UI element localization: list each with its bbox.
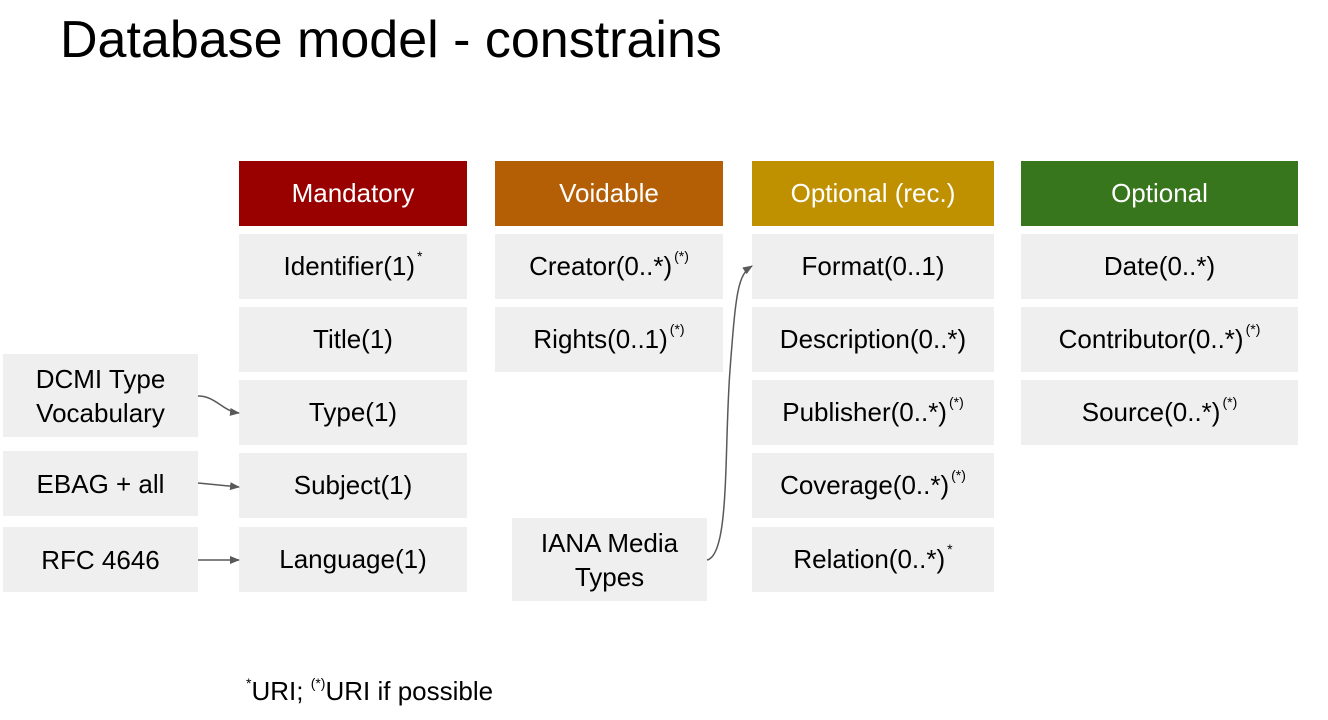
source-label-line: IANA Media	[540, 527, 679, 558]
optional-rec-cell-description: Description(0..*)	[752, 307, 994, 372]
cell-label: Format(0..1)	[801, 251, 945, 281]
voidable-cell-creator: Creator(0..*)(*)	[495, 234, 723, 299]
cell-label: Contributor(0..*)	[1058, 324, 1244, 354]
optional-cell-contributor: Contributor(0..*)(*)	[1021, 307, 1298, 372]
footnote-text-uri: URI;	[251, 676, 311, 706]
cell-superscript: (*)	[948, 393, 964, 410]
source-label-line: Vocabulary	[36, 397, 165, 428]
cell-label: Relation(0..*)	[793, 544, 946, 574]
footnote-sup-uri: *	[246, 675, 252, 691]
cell-superscript: (*)	[951, 466, 966, 483]
cell-label: Rights(0..1)	[533, 324, 668, 354]
cell-superscript: (*)	[669, 320, 685, 337]
source-label: EBAG + all	[36, 468, 165, 499]
footnote-text-uri-if-possible: URI if possible	[325, 676, 494, 706]
cell-superscript: (*)	[1222, 393, 1238, 410]
optional-rec-cell-format: Format(0..1)	[752, 234, 994, 299]
cell-label: Language(1)	[279, 544, 427, 574]
arrow-dcmi-to-type	[197, 395, 240, 416]
cell-label: Creator(0..*)	[529, 251, 673, 281]
source-label: RFC 4646	[41, 544, 160, 575]
mandatory-header: Mandatory	[239, 161, 467, 226]
mandatory-cell-subject: Subject(1)	[239, 453, 467, 518]
cell-label: Date(0..*)	[1103, 251, 1216, 281]
cell-superscript: *	[947, 540, 953, 557]
slide-title: Database model - constrains	[60, 11, 722, 69]
cell-superscript: *	[417, 247, 423, 264]
optional-cell-date: Date(0..*)	[1021, 234, 1298, 299]
source-iana-media-types: IANA Media Types	[512, 518, 707, 601]
mandatory-cell-identifier: Identifier(1)*	[239, 234, 467, 299]
mandatory-cell-language: Language(1)	[239, 527, 467, 592]
cell-label: Publisher(0..*)	[782, 397, 947, 427]
cell-label: Title(1)	[313, 324, 393, 354]
footnote-sup-uri-if-possible: (*)	[310, 675, 326, 691]
mandatory-cell-type: Type(1)	[239, 380, 467, 445]
optional-rec-cell-relation: Relation(0..*)*	[752, 527, 994, 592]
source-ebag: EBAG + all	[3, 451, 198, 516]
arrow-ebag-to-subject	[197, 482, 240, 491]
footnote: *URI; (*)URI if possible	[246, 675, 494, 707]
optional-header: Optional	[1021, 161, 1298, 226]
cell-label: Source(0..*)	[1081, 397, 1221, 427]
optional-rec-header: Optional (rec.)	[752, 161, 994, 226]
cell-label: Identifier(1)	[283, 251, 416, 281]
cell-label: Subject(1)	[293, 470, 413, 500]
optional-rec-cell-coverage: Coverage(0..*)(*)	[752, 453, 994, 518]
voidable-cell-rights: Rights(0..1)(*)	[495, 307, 723, 372]
optional-cell-source: Source(0..*)(*)	[1021, 380, 1298, 445]
mandatory-cell-title: Title(1)	[239, 307, 467, 372]
source-label-line: Types	[574, 561, 645, 592]
cell-superscript: (*)	[674, 247, 689, 264]
optional-rec-cell-publisher: Publisher(0..*)(*)	[752, 380, 994, 445]
cell-label: Description(0..*)	[779, 324, 967, 354]
cell-label: Coverage(0..*)	[780, 470, 950, 500]
cell-superscript: (*)	[1245, 320, 1261, 337]
source-rfc-4646: RFC 4646	[3, 527, 198, 592]
cell-label: Type(1)	[308, 397, 398, 427]
source-dcmi-type-vocabulary: DCMI Type Vocabulary	[3, 354, 198, 437]
source-label-line: DCMI Type	[35, 363, 166, 394]
voidable-header: Voidable	[495, 161, 723, 226]
